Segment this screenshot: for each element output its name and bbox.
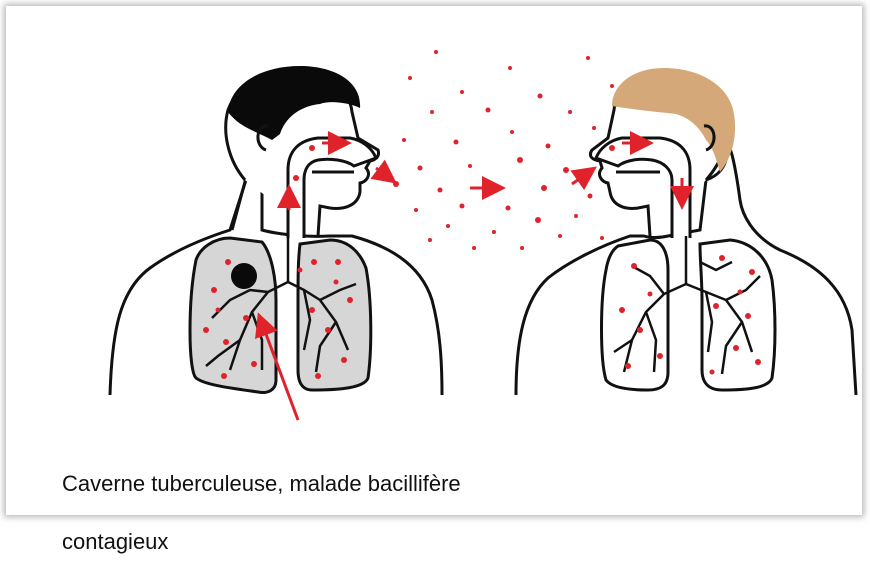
inhale-arrow xyxy=(572,170,592,184)
left-person xyxy=(110,66,442,395)
caption-line-1: Caverne tuberculeuse, malade bacillifère xyxy=(62,469,762,498)
airborne-droplets xyxy=(393,50,614,250)
exhale-arrow xyxy=(376,168,392,180)
caption: Caverne tuberculeuse, malade bacillifère… xyxy=(62,440,762,585)
right-person xyxy=(516,68,856,395)
right-lung-left xyxy=(602,240,669,390)
caption-line-2: contagieux xyxy=(62,527,762,556)
tuberculous-cavern xyxy=(231,263,257,289)
